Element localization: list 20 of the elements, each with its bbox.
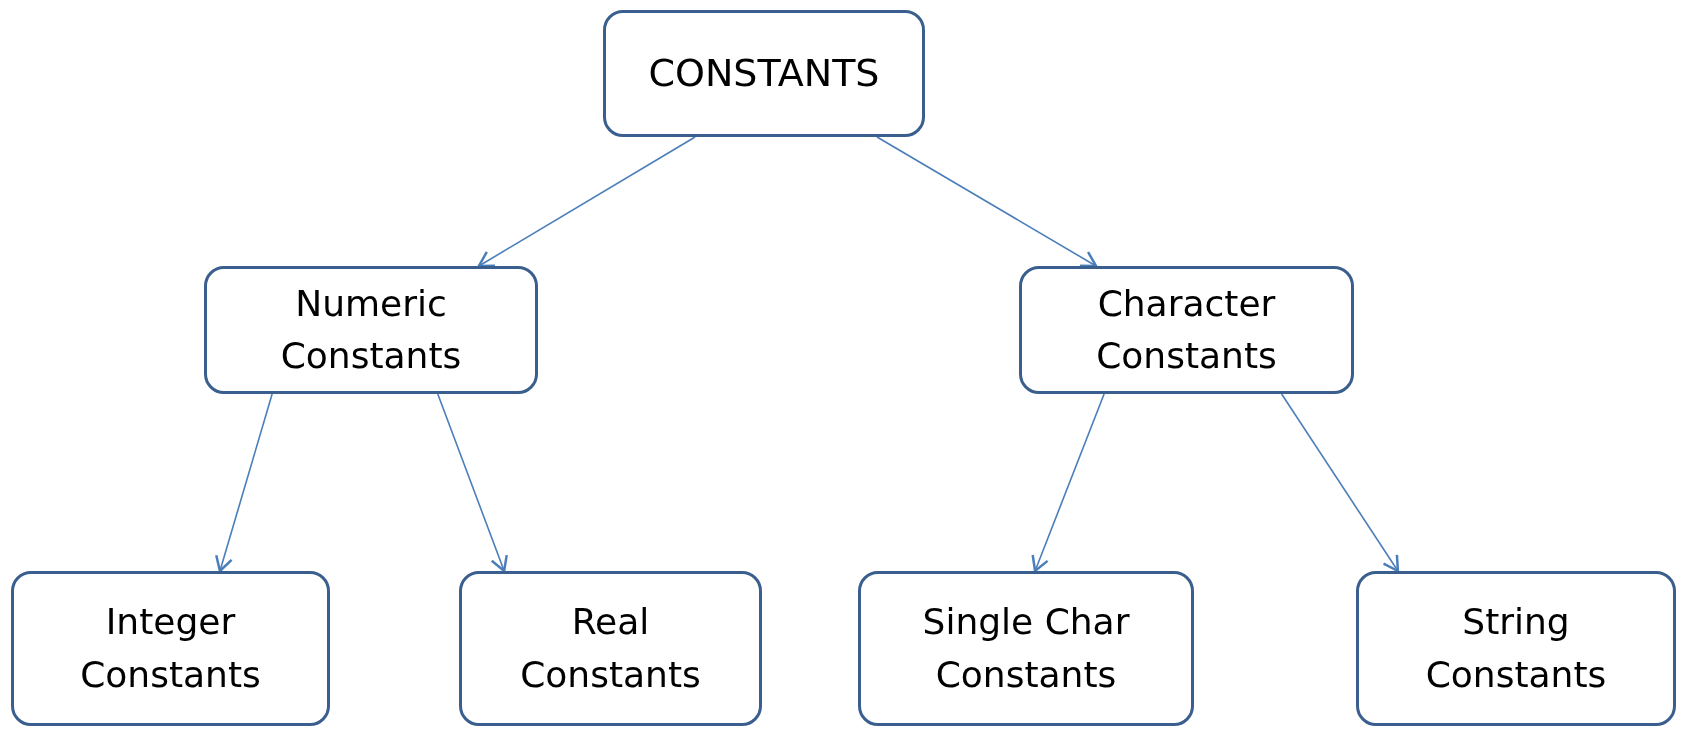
rounded-box — [1019, 266, 1354, 394]
node-label: Integer Constants — [79, 600, 262, 697]
arrow — [876, 136, 1098, 268]
arrow — [215, 393, 273, 573]
arrow — [477, 136, 696, 268]
node-label: CONSTANTS — [648, 49, 880, 97]
arrow — [1031, 393, 1105, 573]
node-label: Real Constants — [519, 600, 702, 697]
node-label: Numeric Constants — [279, 281, 463, 378]
rounded-box — [459, 571, 762, 726]
node-label: Character Constants — [1095, 281, 1278, 378]
rounded-box — [858, 571, 1194, 726]
arrow — [1280, 393, 1400, 573]
arrow — [437, 393, 508, 573]
node-label: String Constants — [1424, 600, 1608, 697]
rounded-box — [1356, 571, 1676, 726]
node-label: Single Char Constants — [921, 600, 1131, 697]
rounded-box — [11, 571, 330, 726]
rounded-box — [204, 266, 538, 394]
rounded-box — [603, 10, 925, 137]
